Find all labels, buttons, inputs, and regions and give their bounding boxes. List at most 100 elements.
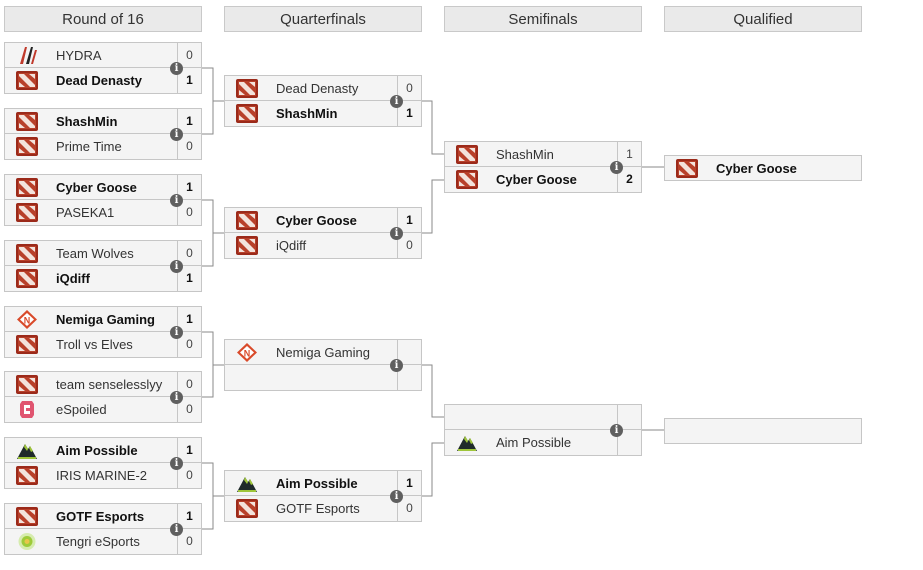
svg-text:N: N — [24, 316, 31, 326]
team-name: Cyber Goose — [276, 213, 357, 228]
dota2-logo — [236, 79, 258, 98]
info-icon[interactable]: i — [610, 424, 623, 437]
team-slot[interactable]: Aim Possible 1 — [224, 470, 422, 496]
info-icon[interactable]: i — [170, 128, 183, 141]
info-icon[interactable]: i — [390, 490, 403, 503]
team-name: eSpoiled — [56, 402, 107, 417]
team-name: iQdiff — [276, 238, 307, 253]
info-icon[interactable]: i — [390, 227, 403, 240]
dota2-logo — [16, 507, 38, 526]
team-name: ShashMin — [496, 147, 554, 162]
espoiled-logo — [16, 400, 38, 419]
aim-possible-logo — [236, 474, 258, 493]
dota2-logo — [676, 159, 698, 178]
info-icon[interactable]: i — [170, 523, 183, 536]
dota2-logo — [236, 499, 258, 518]
info-icon[interactable]: i — [610, 161, 623, 174]
hydra-logo — [16, 46, 38, 65]
qualified-slot-1[interactable]: Cyber Goose — [664, 155, 862, 181]
dota2-logo — [236, 104, 258, 123]
info-icon[interactable]: i — [390, 359, 403, 372]
team-score — [617, 430, 641, 455]
team-name: Prime Time — [56, 139, 122, 154]
qualified-slot-2[interactable] — [664, 418, 862, 444]
team-name: Aim Possible — [56, 443, 138, 458]
info-icon[interactable]: i — [170, 326, 183, 339]
team-slot[interactable] — [224, 365, 422, 391]
team-name: Cyber Goose — [56, 180, 137, 195]
dota2-logo — [16, 269, 38, 288]
info-icon[interactable]: i — [170, 62, 183, 75]
tengri-logo — [16, 532, 38, 551]
team-name: HYDRA — [56, 48, 102, 63]
team-name: Aim Possible — [276, 476, 358, 491]
team-name: iQdiff — [56, 271, 90, 286]
team-name: Aim Possible — [496, 435, 572, 450]
team-logo — [676, 422, 698, 441]
info-icon[interactable]: i — [170, 457, 183, 470]
info-icon[interactable]: i — [390, 95, 403, 108]
aim-possible-logo — [16, 441, 38, 460]
info-icon[interactable]: i — [170, 260, 183, 273]
team-name: Nemiga Gaming — [276, 345, 370, 360]
team-name: team senselesslyy — [56, 377, 163, 392]
dota2-logo — [16, 335, 38, 354]
dota2-logo — [16, 244, 38, 263]
info-icon[interactable]: i — [170, 391, 183, 404]
team-name: Nemiga Gaming — [56, 312, 155, 327]
header-semifinals: Semifinals — [444, 6, 642, 32]
team-name: Dead Denasty — [56, 73, 142, 88]
team-name: Cyber Goose — [716, 161, 797, 176]
team-name: ShashMin — [56, 114, 118, 129]
team-logo — [236, 368, 258, 387]
team-score: 1 — [177, 438, 201, 462]
dota2-logo — [236, 211, 258, 230]
header-quarterfinals: Quarterfinals — [224, 6, 422, 32]
info-icon[interactable]: i — [170, 194, 183, 207]
team-name: Tengri eSports — [56, 534, 140, 549]
dota2-logo — [16, 112, 38, 131]
header-qualified: Qualified — [664, 6, 862, 32]
team-name: Team Wolves — [56, 246, 134, 261]
team-name: Cyber Goose — [496, 172, 577, 187]
team-name: GOTF Esports — [276, 501, 360, 516]
dota2-logo — [456, 145, 478, 164]
team-logo — [456, 408, 478, 427]
team-name: GOTF Esports — [56, 509, 145, 524]
team-score: 1 — [397, 471, 421, 495]
team-slot[interactable]: Aim Possible — [444, 430, 642, 456]
team-slot[interactable]: Aim Possible 1 — [4, 437, 202, 463]
team-name: IRIS MARINE-2 — [56, 468, 148, 483]
team-slot[interactable] — [444, 404, 642, 430]
dota2-logo — [16, 466, 38, 485]
